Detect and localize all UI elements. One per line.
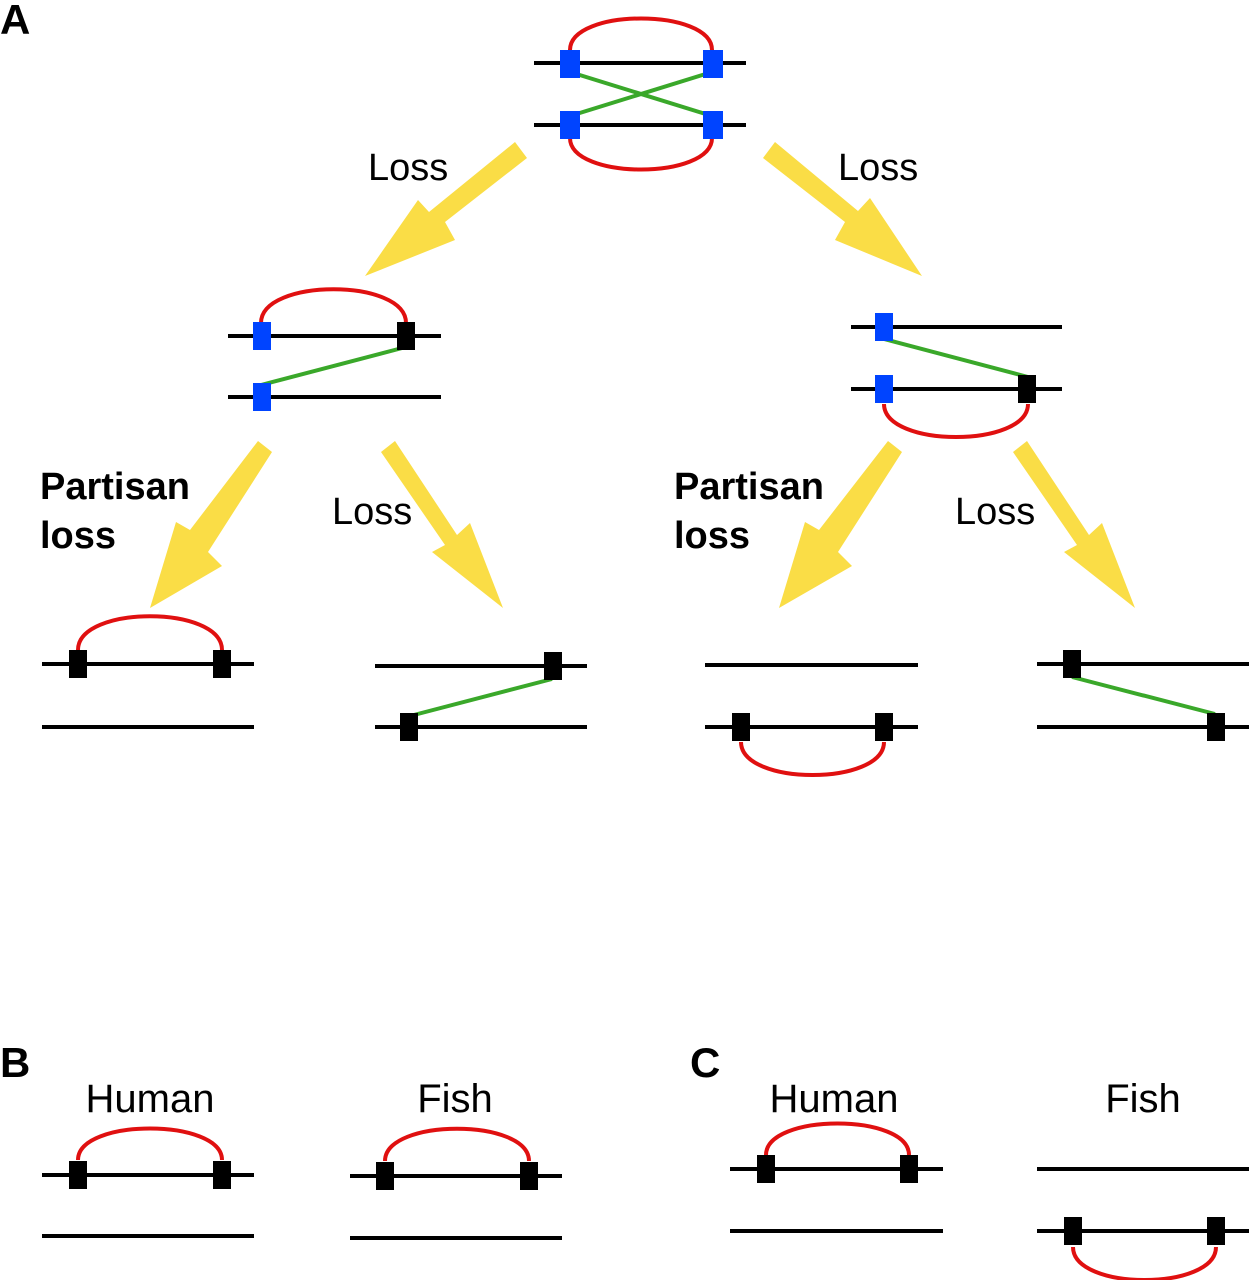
gene-black [1207, 1217, 1225, 1245]
gene-black [213, 650, 231, 678]
panel-b-species-human: Human [86, 1077, 215, 1121]
gene-blue [703, 111, 723, 139]
panel-c-human [730, 1121, 943, 1233]
gene-black [213, 1161, 231, 1189]
arc-top [383, 1126, 531, 1162]
state-outcome-3 [705, 663, 918, 777]
arrow-right-left [779, 441, 902, 608]
panel-b-human [42, 1126, 254, 1238]
cross-link [409, 677, 553, 718]
arc-top [76, 1126, 224, 1161]
arrow-right-right [1013, 441, 1135, 608]
state-outcome-4 [1037, 650, 1249, 741]
gene-black [1207, 713, 1225, 741]
arrow-root-left [365, 142, 527, 276]
arrow-label-root-left: Loss [368, 147, 448, 189]
state-outcome-1 [42, 614, 254, 729]
arc-bottom [1071, 1246, 1218, 1280]
gene-blue [253, 383, 271, 411]
gene-black [1018, 375, 1036, 403]
arrow-label-root-right: Loss [838, 147, 918, 189]
state-outcome-2 [375, 652, 587, 741]
gene-blue [560, 111, 580, 139]
state-ancestral [534, 16, 746, 172]
gene-black [520, 1162, 538, 1190]
arrow-label-right-right: Loss [955, 491, 1035, 533]
panel-b-fish [350, 1126, 562, 1240]
arc-bottom [568, 137, 714, 172]
gene-black [900, 1155, 918, 1183]
gene-blue [560, 50, 580, 78]
state-right-intermediate [851, 313, 1062, 439]
arrow-root-right [763, 142, 922, 276]
arrow-label-left-left-line1: Partisan [40, 466, 190, 508]
arrow-label-left-left-line2: loss [40, 515, 116, 557]
panel-c-fish [1037, 1167, 1249, 1280]
arc-top [259, 287, 408, 324]
panel-c-species-fish: Fish [1105, 1077, 1181, 1121]
gene-black [69, 1161, 87, 1189]
state-left-intermediate [228, 287, 441, 411]
gene-blue [253, 322, 271, 350]
gene-black [875, 713, 893, 741]
panel-c-label: C [690, 1039, 720, 1086]
gene-black [69, 650, 87, 678]
arrow-left-right [381, 441, 503, 608]
arc-top [568, 16, 714, 51]
gene-black [400, 713, 418, 741]
arc-bottom [882, 403, 1030, 439]
panel-b-label: B [0, 1039, 30, 1086]
cross-link-2 [569, 70, 713, 118]
gene-black [397, 322, 415, 350]
arrow-label-left-right: Loss [332, 491, 412, 533]
cross-link [883, 337, 1029, 379]
gene-black [757, 1155, 775, 1183]
gene-black [544, 652, 562, 680]
arrow-label-right-left-line2: loss [674, 515, 750, 557]
gene-black [376, 1162, 394, 1190]
gene-black [1064, 1217, 1082, 1245]
gene-blue [875, 313, 893, 341]
arrow-left-left [150, 441, 272, 608]
panel-a-label: A [0, 0, 30, 43]
panel-b-species-fish: Fish [417, 1077, 493, 1121]
arc-top [76, 614, 224, 651]
arc-top [764, 1121, 911, 1156]
cross-link [260, 345, 407, 387]
gene-black [732, 713, 750, 741]
arc-bottom [739, 741, 886, 777]
arrow-label-right-left-line1: Partisan [674, 466, 824, 508]
gene-black [1063, 650, 1081, 678]
gene-blue [703, 50, 723, 78]
panel-c-species-human: Human [770, 1077, 899, 1121]
cross-link [1071, 675, 1216, 716]
gene-blue [875, 375, 893, 403]
